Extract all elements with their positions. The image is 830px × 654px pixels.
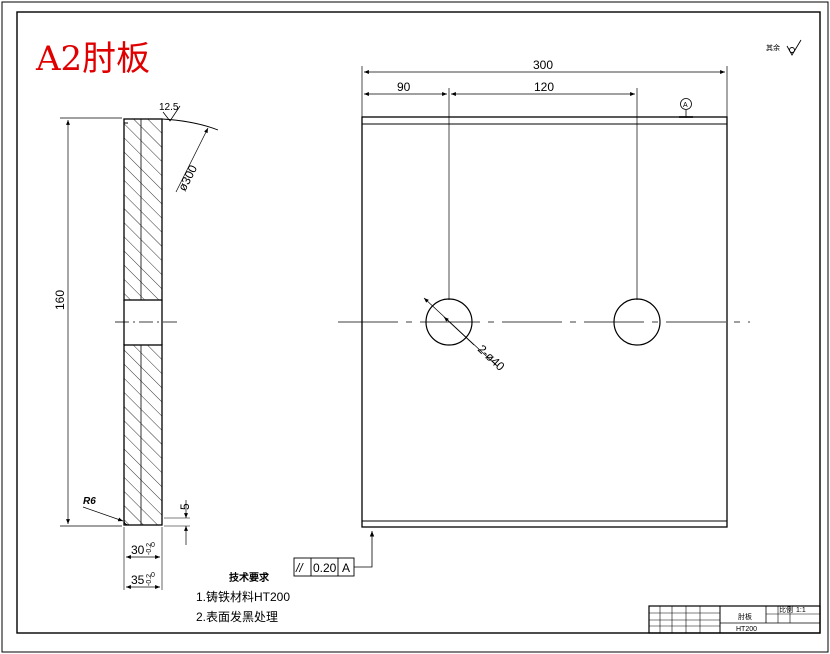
front-view: 300 90 120 A 2-ø40	[338, 58, 750, 528]
roughness-general-label: 其余	[766, 43, 780, 52]
title-block	[648, 605, 821, 634]
tolerance-value: 0.20	[313, 561, 337, 575]
width-outer-tol-upper: 0	[151, 572, 155, 579]
tech-notes: 技术要求 1.铸铁材料HT200 2.表面发黑处理	[196, 571, 290, 624]
fillet-radius: R6	[83, 496, 96, 507]
title-block-scale: 1:1	[796, 607, 806, 614]
side-view: 160 12.5 ø300 R6 5 30 0 -0.2 35 0 -0.2	[53, 102, 219, 590]
title-block-scale-label: 比例	[779, 605, 793, 614]
width-inner-tol-upper: 0	[151, 542, 155, 549]
tech-notes-heading: 技术要求	[229, 571, 270, 584]
width-inner-tol-lower: -0.2	[146, 543, 153, 555]
tolerance-symbol: //	[295, 561, 304, 575]
tech-note-1: 1.铸铁材料HT200	[196, 589, 290, 604]
height-dimension: 160	[53, 290, 67, 310]
offset-dimension: 90	[397, 80, 411, 94]
side-section-upper	[123, 118, 163, 301]
roughness-top-value: 12.5	[159, 102, 179, 113]
width-outer-tol-lower: -0.2	[146, 574, 153, 586]
title-block-material: HT200	[736, 626, 757, 633]
datum-letter: A	[683, 102, 688, 109]
hole-spacing-dimension: 120	[534, 80, 554, 94]
tolerance-frame: // 0.20 A	[293, 531, 375, 577]
roughness-top-icon	[162, 105, 181, 122]
roughness-general-icon	[786, 39, 802, 56]
hole-callout: 2-ø40	[475, 342, 508, 374]
inner-border	[16, 11, 821, 634]
tolerance-datum: A	[342, 561, 350, 575]
width-inner-dimension: 30	[131, 543, 145, 557]
drawing-title: A2肘板	[35, 39, 150, 79]
title-block-part-name: 肘板	[738, 612, 752, 621]
datum-circle	[680, 98, 692, 110]
gap-dimension: 5	[178, 503, 192, 510]
tech-note-2: 2.表面发黑处理	[196, 609, 278, 624]
side-section-lower	[123, 344, 163, 526]
radius-dimension: ø300	[175, 162, 200, 193]
hole-left	[425, 298, 473, 346]
overall-width-dimension: 300	[533, 58, 553, 72]
hole-right	[613, 298, 661, 346]
width-outer-dimension: 35	[131, 573, 145, 587]
